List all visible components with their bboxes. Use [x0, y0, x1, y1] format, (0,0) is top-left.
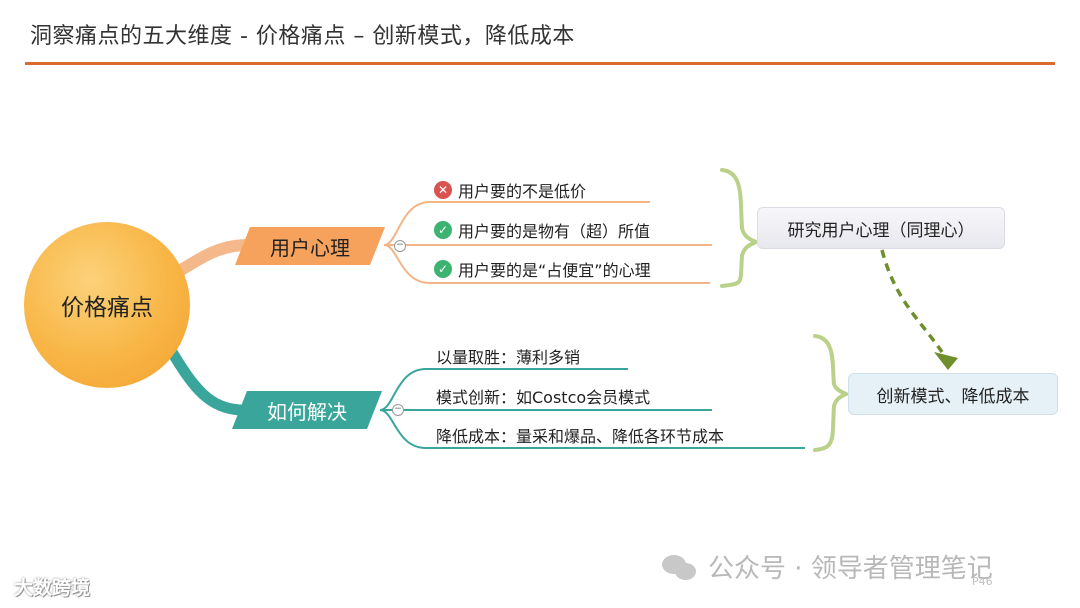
page-number: P46: [972, 575, 993, 588]
connector-root-branch2: [166, 346, 246, 416]
summary-study-user-psychology[interactable]: 研究用户心理（同理心）: [757, 207, 1005, 249]
bracket-branch2: [813, 334, 851, 452]
watermark: 公众号 · 领导者管理笔记: [662, 548, 993, 585]
leaf-label: 用户要的不是低价: [458, 182, 587, 201]
summary-innovate-reduce-cost[interactable]: 创新模式、降低成本: [848, 373, 1058, 415]
branch-user-psychology[interactable]: 用户心理: [235, 227, 385, 265]
leaf-volume-strategy[interactable]: 以量取胜：薄利多销: [436, 344, 580, 368]
leaf-label: 以量取胜：薄利多销: [436, 348, 581, 367]
title-divider: [25, 62, 1055, 65]
leaf-user-value-for-money[interactable]: ✓ 用户要的是物有（超）所值: [434, 218, 650, 242]
leaf-label: 用户要的是“占便宜”的心理: [458, 261, 651, 280]
leaf-reduce-cost[interactable]: 降低成本：量采和爆品、降低各环节成本: [436, 423, 724, 447]
check-circle-icon: ✓: [434, 221, 452, 239]
leaf-user-not-low-price[interactable]: ✕ 用户要的不是低价: [434, 178, 586, 202]
leaf-label: 模式创新：如Costco会员模式: [436, 388, 651, 407]
collapse-toggle-branch2[interactable]: −: [392, 404, 404, 416]
collapse-toggle-branch1[interactable]: −: [394, 240, 406, 252]
root-node[interactable]: 价格痛点: [24, 222, 190, 388]
brand-watermark: 大数跨境: [14, 577, 91, 599]
check-circle-icon: ✓: [434, 260, 452, 278]
dashed-arrow: [880, 249, 944, 353]
connector-branch2-leaves: [379, 368, 805, 449]
page-title: 洞察痛点的五大维度 - 价格痛点 – 创新模式，降低成本: [30, 24, 575, 49]
x-circle-icon: ✕: [434, 181, 452, 199]
leaf-model-innovation[interactable]: 模式创新：如Costco会员模式: [436, 384, 650, 408]
branch-how-to-solve[interactable]: 如何解决: [232, 391, 382, 429]
arrow-head: [934, 352, 958, 370]
leaf-user-bargain-psychology[interactable]: ✓ 用户要的是“占便宜”的心理: [434, 257, 651, 281]
connector-branch1-leaves: [383, 201, 712, 284]
connector-root-branch1: [172, 239, 251, 278]
watermark-text: 公众号 · 领导者管理笔记: [708, 554, 993, 584]
leaf-label: 降低成本：量采和爆品、降低各环节成本: [436, 427, 725, 446]
bracket-branch1: [720, 168, 761, 288]
leaf-label: 用户要的是物有（超）所值: [458, 222, 651, 241]
wechat-icon: [662, 553, 698, 581]
